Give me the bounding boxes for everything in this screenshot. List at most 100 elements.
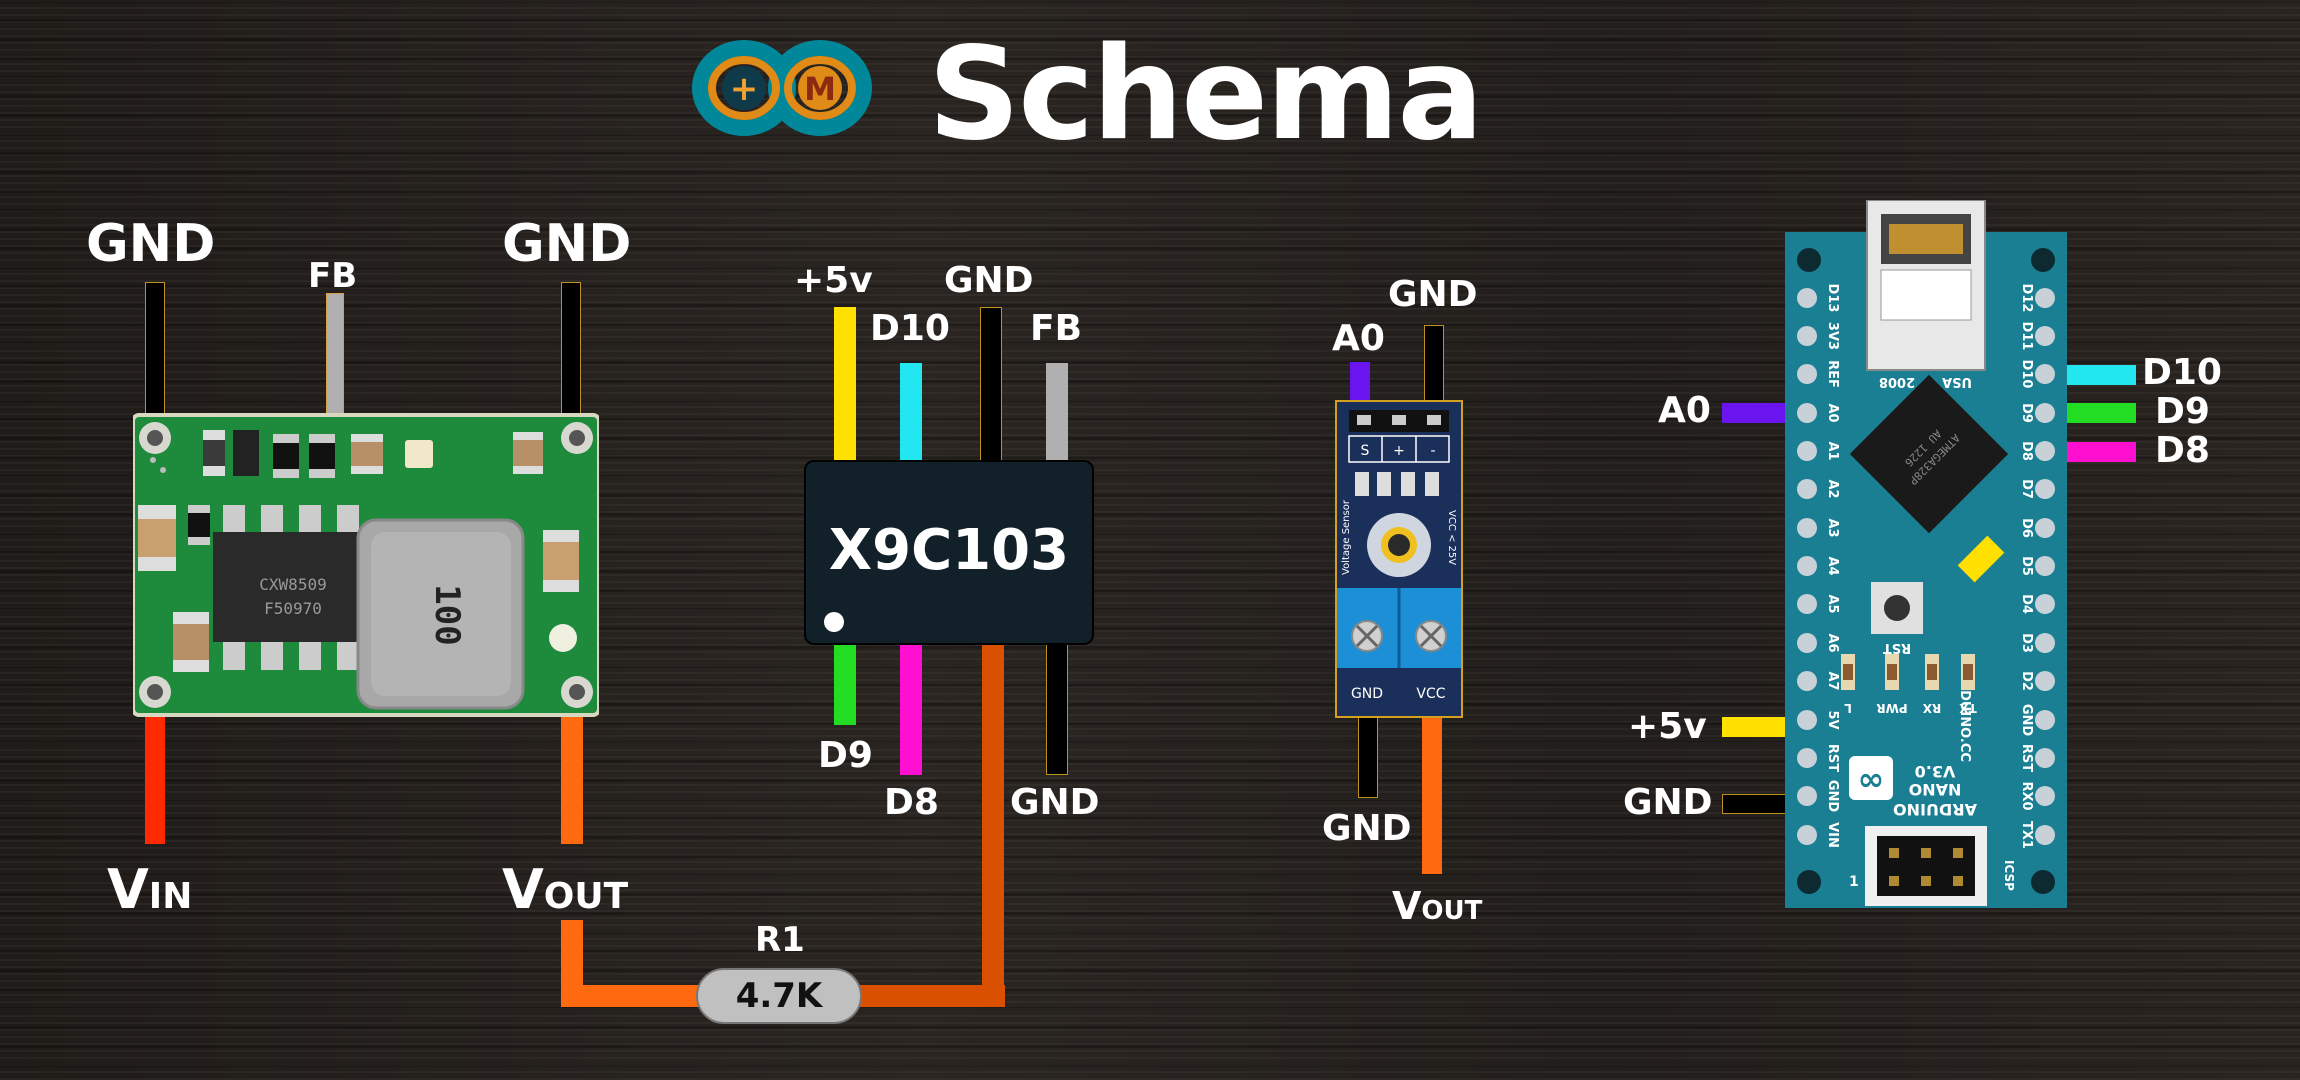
wire-arduino-d10 <box>2064 365 2136 385</box>
wire-digipot-d10 <box>900 363 922 463</box>
sensor-vout-sub: OUT <box>1421 896 1483 926</box>
pin-label-d11: D11 <box>2019 322 2034 351</box>
arduino-d8-label: D8 <box>2155 430 2210 471</box>
arduino-gnd-label: GND <box>1623 782 1713 823</box>
pin-label-a7: A7 <box>1825 671 1840 690</box>
wire-arduino-5v <box>1722 717 1788 737</box>
pin-label-gnd-left: GND <box>1825 780 1840 813</box>
inductor: 100 <box>356 518 525 710</box>
led-label-l: L <box>1844 701 1852 715</box>
buck-gnd-left-label: GND <box>86 214 216 274</box>
pin-label-d5: D5 <box>2019 556 2034 576</box>
sensor-side-text-right: VCC < 25V <box>1446 510 1457 565</box>
pin-label-d8: D8 <box>2019 441 2034 461</box>
wire-buck-vin <box>145 680 165 844</box>
vin-v: V <box>107 858 149 921</box>
wire-vout-down <box>561 920 583 1006</box>
pin-label-d7: D7 <box>2019 479 2034 499</box>
pin-label-a2: A2 <box>1825 479 1840 498</box>
resistor-value: 4.7K <box>735 976 823 1016</box>
digipot-chip: X9C103 <box>804 460 1094 645</box>
pin-label-a0: A0 <box>1825 403 1840 422</box>
pin-label-a3: A3 <box>1825 518 1840 537</box>
svg-text:CXW8509: CXW8509 <box>259 575 326 594</box>
pin-label-vin: VIN <box>1825 822 1840 848</box>
sensor-a0-label: A0 <box>1332 318 1385 359</box>
digipot-pin-fb-label: FB <box>1030 308 1083 349</box>
board-text-pin1: 1 <box>1849 874 1859 890</box>
wire-digipot-d9 <box>834 643 856 725</box>
board-text-arduinocc: ARDUINO.CC <box>1957 670 1972 762</box>
pin-label-d2: D2 <box>2019 671 2034 691</box>
pin-label-gnd-right: GND <box>2019 704 2034 737</box>
terminal-label-gnd: GND <box>1351 686 1383 702</box>
board-text-nano: NANO <box>1909 780 1962 799</box>
wire-arduino-d8 <box>2064 442 2136 462</box>
wire-sensor-a0 <box>1350 362 1370 404</box>
pin-label-d13: D13 <box>1825 284 1840 313</box>
icsp-header <box>1865 826 1987 906</box>
board-text-usa: USA <box>1942 374 1972 389</box>
logo: + M <box>692 40 872 136</box>
wire-arduino-a0 <box>1722 403 1788 423</box>
buck-ic: CXW8509 F50970 <box>213 505 373 670</box>
pin-label-d12: D12 <box>2019 284 2034 313</box>
buck-fb-label: FB <box>308 256 358 296</box>
voltage-sensor-board: S + - Voltage Sensor VCC < 25V GND VCC <box>1335 400 1463 718</box>
wire-arduino-d9 <box>2064 403 2136 423</box>
pin-label-d4: D4 <box>2019 594 2034 614</box>
logo-letter: M <box>804 70 836 108</box>
header-label-s: S <box>1361 443 1370 459</box>
pin-label-5v: 5V <box>1825 710 1840 729</box>
sensor-gnd-bottom-label: GND <box>1322 808 1412 849</box>
arduino-a0-label: A0 <box>1658 390 1711 431</box>
pin-label-rst-right: RST <box>2019 744 2034 772</box>
digipot-pin-d10-label: D10 <box>870 308 950 349</box>
led-label-rx: RX <box>1922 701 1941 715</box>
terminal-label-vcc: VCC <box>1416 686 1445 702</box>
svg-text:100: 100 <box>427 584 467 645</box>
wire-vout-horizontal <box>561 985 709 1007</box>
wire-sensor-vcc <box>1422 714 1442 874</box>
wire-digipot-gnd-top <box>980 307 1002 463</box>
pin-label-a4: A4 <box>1825 556 1840 575</box>
pin-label-a5: A5 <box>1825 594 1840 613</box>
pin-label-d3: D3 <box>2019 633 2034 653</box>
sensor-side-text-left: Voltage Sensor <box>1341 499 1352 575</box>
board-text-arduino: ARDUINO <box>1893 800 1977 819</box>
header-label-minus: - <box>1430 443 1435 459</box>
pin-label-a1: A1 <box>1825 441 1840 460</box>
digipot-pin-5v-label: +5v <box>794 260 873 301</box>
sensor-gnd-top-label: GND <box>1388 274 1478 315</box>
buck-vin-label: VIN <box>107 858 192 921</box>
wire-digipot-5v <box>834 307 856 463</box>
buck-gnd-right-label: GND <box>502 214 632 274</box>
arduino-d10-label: D10 <box>2142 352 2222 393</box>
digipot-pin-d8-label: D8 <box>884 782 939 823</box>
usb-port <box>1866 200 1986 371</box>
sensor-vout-v: V <box>1392 884 1422 928</box>
led-label-tx: TX <box>1959 701 1977 715</box>
pin-label-a6: A6 <box>1825 633 1840 652</box>
vin-sub: IN <box>148 876 193 917</box>
digipot-name: X9C103 <box>828 518 1070 583</box>
wire-buck-vout <box>561 680 583 844</box>
pin1-dot <box>824 612 844 632</box>
wire-digipot-d8 <box>900 643 922 775</box>
sensor-vout-label: VOUT <box>1392 884 1482 928</box>
pin-label-d10: D10 <box>2019 360 2034 389</box>
logo-plus: + <box>730 69 759 109</box>
pin-label-ref: REF <box>1825 360 1840 388</box>
svg-text:F50970: F50970 <box>264 599 322 618</box>
reset-button[interactable] <box>1871 582 1923 634</box>
board-text-icsp: ICSP <box>2002 860 2016 891</box>
pin-label-rst-left: RST <box>1825 744 1840 772</box>
arduino-nano-board: D13 3V3 REF A0 A1 A2 A3 A4 A5 A6 A7 5V R… <box>1785 200 2067 908</box>
wire-digipot-bottom <box>982 643 1004 1007</box>
page-title: Schema <box>928 20 1484 169</box>
wire-sensor-gnd-bottom <box>1358 714 1378 798</box>
buck-vout-label: VOUT <box>502 858 628 921</box>
pin-label-d6: D6 <box>2019 518 2034 538</box>
wire-r1-right <box>855 985 1005 1007</box>
wire-sensor-gnd-top <box>1424 325 1444 405</box>
